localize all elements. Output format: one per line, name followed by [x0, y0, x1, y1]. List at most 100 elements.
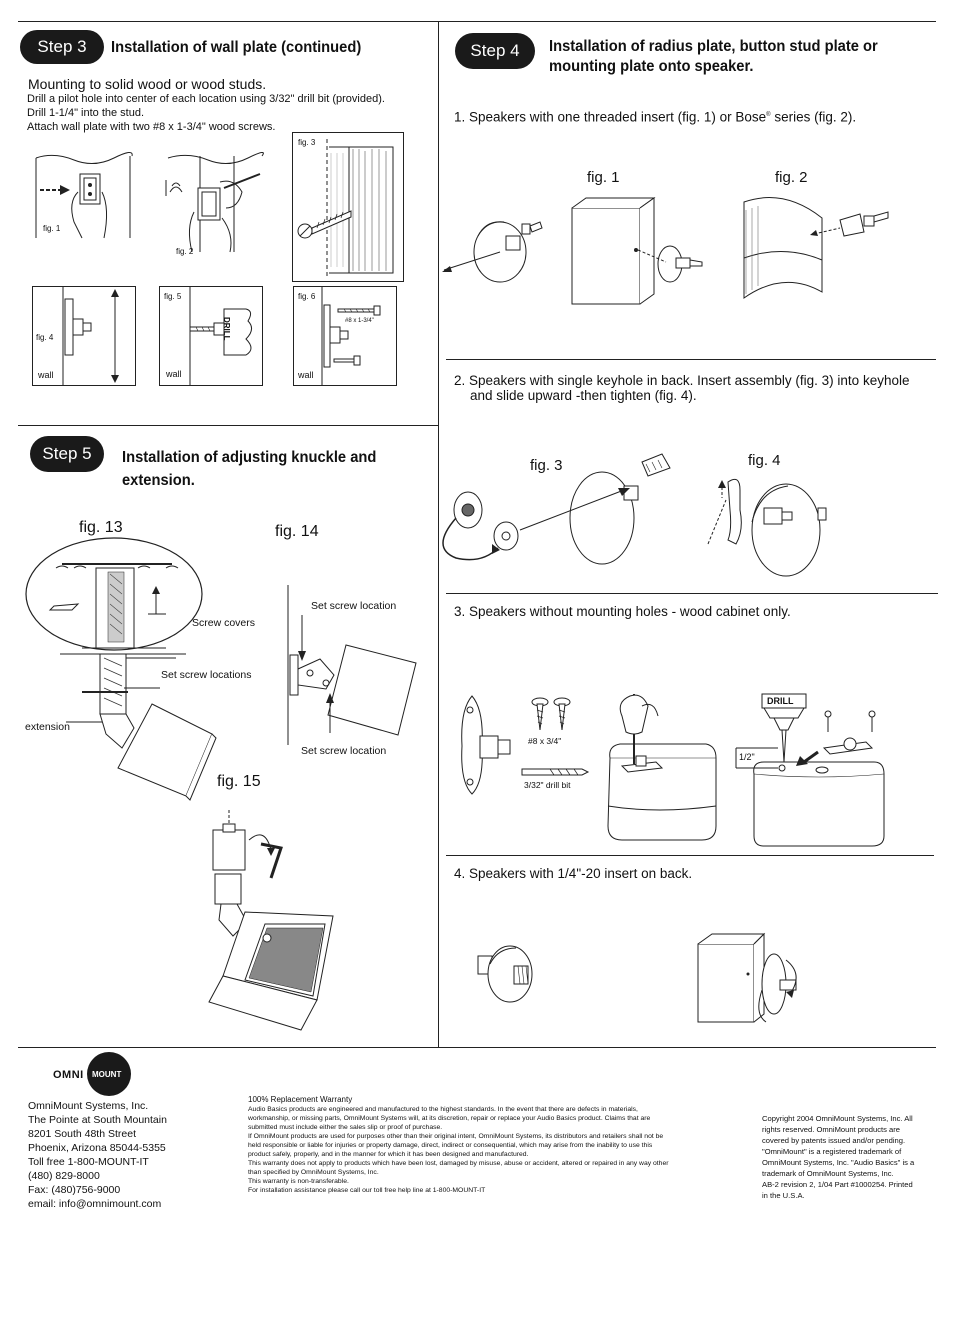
- step3-subtitle: Mounting to solid wood or wood studs.: [28, 76, 267, 92]
- step5-fig14-label: fig. 14: [275, 523, 319, 540]
- logo-omni-text: OMNI: [53, 1069, 84, 1081]
- step4-item3-cabinet-marking-illustration: [607, 694, 717, 841]
- step4-fig4-illustration: [707, 478, 827, 577]
- footer-warranty-6: product safely, properly, and in the man…: [248, 1151, 529, 1158]
- footer-rule: [18, 1047, 936, 1048]
- step3-fig2-illustration: [165, 152, 264, 253]
- step4-fig2-label: fig. 2: [775, 169, 808, 186]
- step3-fig4-illustration: [62, 287, 119, 385]
- step3-fig3-illustration: [297, 139, 394, 279]
- step5-fig13-label: fig. 13: [79, 519, 123, 536]
- step4-fig1-illustration: [442, 197, 703, 305]
- step4-drill-bit-illustration: [521, 768, 590, 776]
- footer-copyright-2: rights reserved. OmniMount products are: [762, 1125, 901, 1134]
- step5-badge: Step 5: [30, 436, 104, 472]
- step3-fig5-illustration: [189, 287, 252, 385]
- footer-address-6: (480) 829-8000: [28, 1170, 100, 1182]
- logo-circle: [87, 1052, 131, 1096]
- footer-address-3: 8201 South 48th Street: [28, 1128, 136, 1140]
- step3-fig4-box: [32, 286, 136, 386]
- footer-address-1: OmniMount Systems, Inc.: [28, 1100, 149, 1112]
- step4-item1-text-b: series (fig. 2).: [770, 109, 857, 125]
- step4-screw-size-label: #8 x 3/4": [528, 736, 562, 746]
- step4-fig2-illustration: [743, 197, 889, 299]
- step4-badge: Step 4: [455, 33, 535, 69]
- step3-title: Installation of wall plate (continued): [111, 39, 362, 56]
- step3-fig5-wall-label: wall: [166, 369, 182, 379]
- step3-fig6-screw-label: #8 x 1-3/4": [345, 318, 374, 324]
- step4-drill-text: DRILL: [767, 696, 794, 706]
- footer-warranty-1: Audio Basics products are engineered and…: [248, 1106, 638, 1113]
- footer-warranty-3: submitted must include either the sales …: [248, 1124, 443, 1131]
- footer-warranty-9: This warranty is non-transferable.: [248, 1178, 349, 1185]
- step3-fig1-label: fig. 1: [43, 224, 61, 233]
- step4-item1-text-a: 1. Speakers with one threaded insert (fi…: [454, 109, 767, 125]
- footer-address-8: email: info@omnimount.com: [28, 1198, 162, 1210]
- top-rule: [18, 21, 936, 22]
- step3-fig6-label: fig. 6: [298, 292, 316, 301]
- footer-copyright-6: trademark of OmniMount Systems, Inc.: [762, 1169, 894, 1178]
- step3-fig5-label: fig. 5: [164, 292, 182, 301]
- step3-badge: Step 3: [20, 30, 104, 64]
- footer-copyright-4: "OmniMount" is a registered trademark of: [762, 1147, 902, 1156]
- center-divider: [438, 21, 439, 1047]
- logo-mount-text: MOUNT: [92, 1070, 122, 1079]
- footer-copyright-8: in the U.S.A.: [762, 1191, 805, 1200]
- step4-rule-1: [446, 359, 936, 360]
- step5-title: Installation of adjusting knuckle and ex…: [122, 449, 377, 489]
- step3-instruction-3: Attach wall plate with two #8 x 1-3/4" w…: [27, 121, 276, 133]
- step3-instruction-1: Drill a pilot hole into center of each l…: [27, 93, 385, 105]
- step4-item4-speaker-illustration: [697, 932, 797, 1023]
- footer-copyright-7: AB-2 revision 2, 1/04 Part #1000254. Pri…: [762, 1180, 913, 1189]
- step5-fig15-illustration: [208, 810, 334, 1031]
- step3-fig4-label: fig. 4: [36, 333, 54, 342]
- footer-copyright-3: covered by patents issued and/or pending…: [762, 1136, 906, 1145]
- step4-fig4-label: fig. 4: [748, 452, 781, 469]
- step4-fig3-illustration: [442, 453, 671, 565]
- step4-item3: 3. Speakers without mounting holes - woo…: [454, 604, 791, 619]
- step4-fig1-label: fig. 1: [587, 169, 620, 186]
- step4-drill-bit-label: 3/32" drill bit: [524, 780, 571, 790]
- step5-fig13-illustration: [25, 537, 217, 801]
- step3-fig4-wall-label: wall: [38, 370, 54, 380]
- step4-item4-plate-illustration: [477, 945, 533, 1003]
- step4-item1-reg: ®: [766, 112, 771, 118]
- step3-instruction-2: Drill 1-1/4" into the stud.: [27, 107, 145, 119]
- step4-item3-bracket-illustration: [461, 695, 511, 795]
- step3-fig6-wall-label: wall: [298, 370, 314, 380]
- step4-item4: 4. Speakers with 1/4"-20 insert on back.: [454, 866, 693, 881]
- footer-address-7: Fax: (480)756-9000: [28, 1184, 121, 1196]
- step4-rule-2: [446, 593, 938, 594]
- footer-address-4: Phoenix, Arizona 85044-5355: [28, 1142, 166, 1154]
- step3-fig6-illustration: [321, 287, 381, 385]
- step5-fig15-label: fig. 15: [217, 773, 261, 790]
- step3-fig2-label: fig. 2: [176, 247, 194, 256]
- step4-rule-3: [446, 855, 934, 856]
- step3-fig5-drill-text: DRILL: [222, 317, 231, 341]
- footer-address-2: The Pointe at South Mountain: [28, 1114, 167, 1126]
- step5-extension-label: extension: [25, 721, 70, 733]
- step5-screw-covers-label: Screw covers: [192, 617, 256, 629]
- step3-step5-rule: [18, 425, 438, 426]
- footer-warranty-5: held responsible or liable for injuries …: [248, 1142, 653, 1149]
- step4-item1: 1. Speakers with one threaded insert (fi…: [454, 108, 924, 125]
- footer-warranty-10: For installation assistance please call …: [248, 1187, 486, 1194]
- step3-fig1-illustration: [35, 152, 133, 239]
- footer-warranty-7: This warranty does not apply to products…: [248, 1160, 669, 1167]
- footer-warranty-2: workmanship, or missing parts, OmniMount…: [248, 1115, 651, 1122]
- step4-item3-screws-illustration: [531, 697, 571, 731]
- footer-warranty-8: than specified by OmniMount Systems, Inc…: [248, 1169, 379, 1176]
- step5-set-screw-locations-label: Set screw locations: [161, 669, 252, 681]
- footer-copyright-1: Copyright 2004 OmniMount Systems, Inc. A…: [762, 1114, 913, 1123]
- footer-address-5: Toll free 1-800-MOUNT-IT: [28, 1156, 149, 1168]
- step5-fig14-illustration: [287, 585, 417, 745]
- step4-depth-label: 1/2": [739, 752, 755, 762]
- step4-item3-cabinet-drill-illustration: [735, 693, 885, 847]
- footer-warranty-4: If OmniMount products are used for purpo…: [248, 1133, 664, 1140]
- step4-fig3-label: fig. 3: [530, 457, 563, 474]
- footer-copyright-5: OmniMount Systems, Inc. "Audio Basics" i…: [762, 1158, 915, 1167]
- omnimount-logo: OMNI MOUNT: [40, 1052, 140, 1102]
- step3-fig3-label: fig. 3: [298, 138, 316, 147]
- footer-warranty-title: 100% Replacement Warranty: [248, 1095, 353, 1104]
- step5-set-screw-location-bottom-label: Set screw location: [301, 745, 387, 757]
